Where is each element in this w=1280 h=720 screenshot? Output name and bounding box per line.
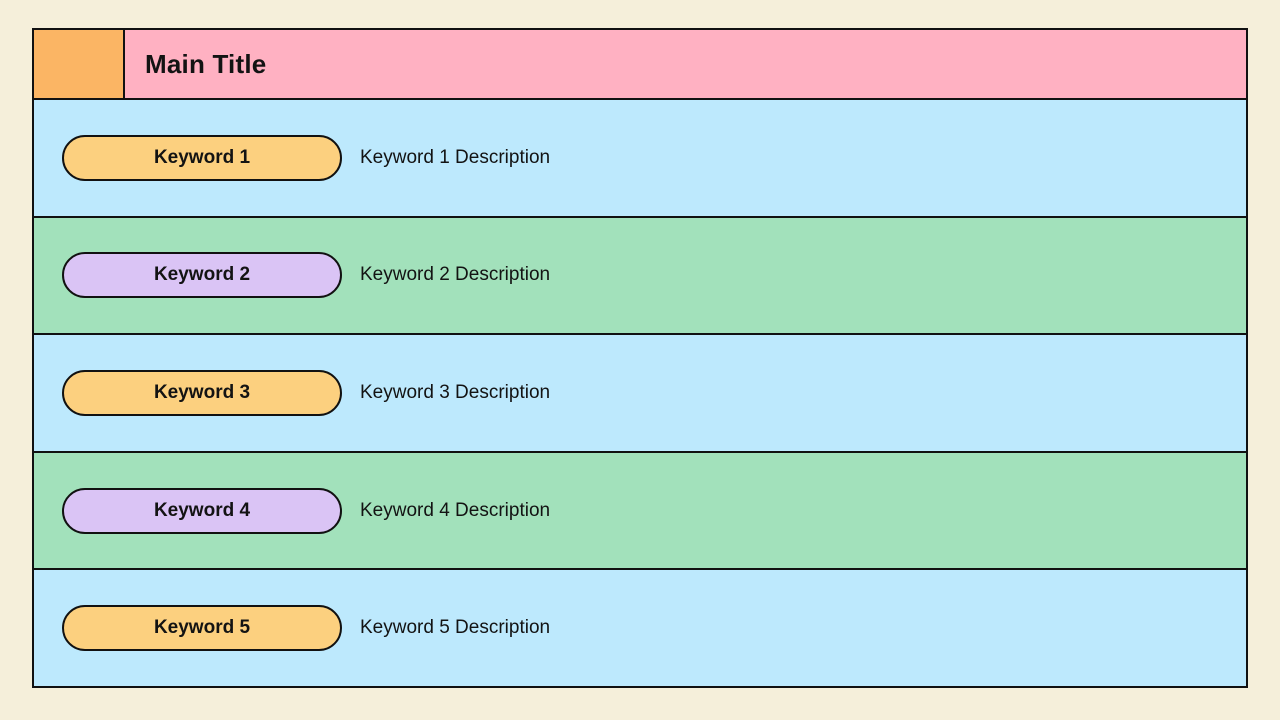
header-accent-square	[34, 30, 125, 98]
keyword-row-3: Keyword 3 Keyword 3 Description	[34, 335, 1246, 451]
keyword-pill-1: Keyword 1	[62, 134, 342, 181]
keyword-description: Keyword 4 Description	[360, 499, 551, 521]
keyword-pill-5: Keyword 5	[62, 605, 342, 652]
header-title-bar: Main Title	[125, 30, 1246, 98]
keyword-row-5: Keyword 5 Keyword 5 Description	[34, 570, 1246, 686]
keyword-row-2: Keyword 2 Keyword 2 Description	[34, 217, 1246, 334]
keyword-description: Keyword 5 Description	[360, 617, 551, 639]
keyword-label: Keyword 4	[153, 499, 251, 521]
keyword-label: Keyword 2	[153, 264, 251, 286]
keyword-description: Keyword 2 Description	[360, 264, 551, 286]
keyword-description: Keyword 3 Description	[360, 381, 551, 403]
keyword-label: Keyword 3	[153, 381, 251, 403]
keyword-label: Keyword 1	[153, 146, 251, 168]
keyword-row-4: Keyword 4 Keyword 4 Description	[34, 452, 1246, 569]
keyword-row-1: Keyword 1 Keyword 1 Description	[34, 100, 1246, 216]
header-row: Main Title	[34, 30, 1246, 98]
keyword-pill-3: Keyword 3	[62, 369, 342, 416]
keyword-table: Main Title Keyword 1 Keyword 1 Descripti…	[32, 28, 1248, 688]
keyword-label: Keyword 5	[153, 617, 251, 639]
keyword-pill-4: Keyword 4	[62, 487, 342, 534]
page-title: Main Title	[145, 48, 267, 79]
keyword-pill-2: Keyword 2	[62, 252, 342, 299]
keyword-description: Keyword 1 Description	[360, 146, 551, 168]
